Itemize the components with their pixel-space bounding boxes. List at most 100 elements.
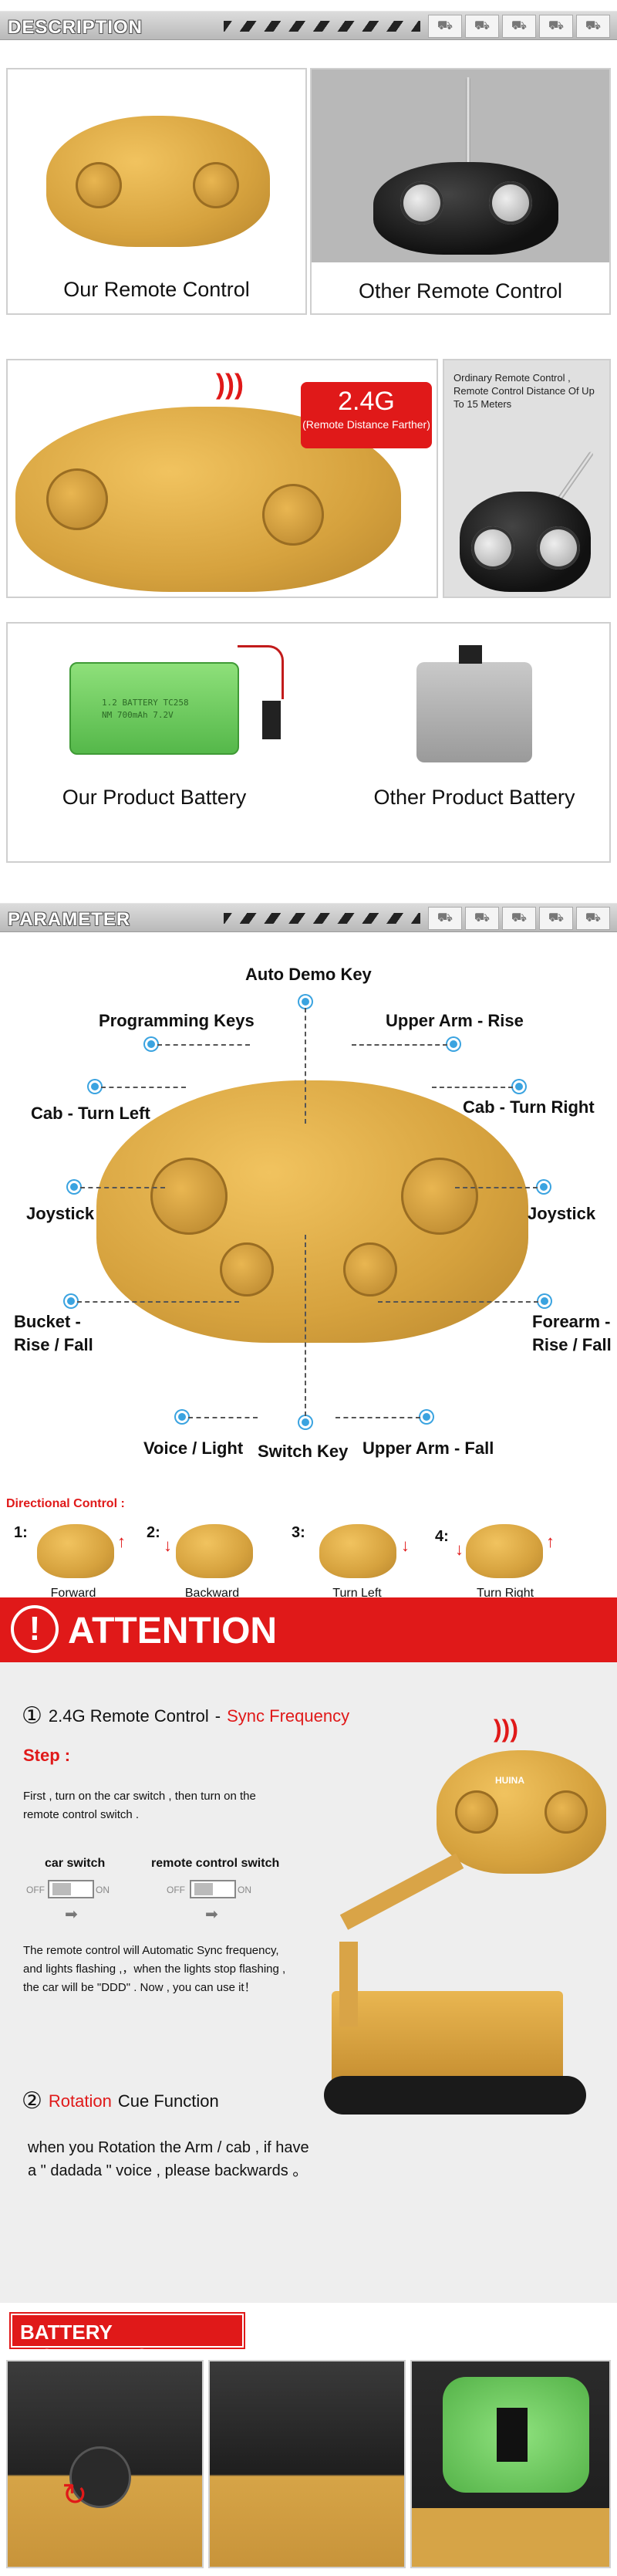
badge-2-4g: 2.4G (Remote Distance Farther): [301, 382, 432, 448]
signal-panel: ))) 2.4G (Remote Distance Farther): [6, 359, 438, 598]
dir-label-3: Turn Left: [332, 1587, 382, 1600]
attention-banner: ! ATTENTION: [0, 1597, 617, 1662]
excavator-body-image: [332, 1991, 563, 2091]
item2-title: Cue Function: [117, 2091, 219, 2111]
item2-num: ②: [22, 2088, 42, 2114]
badge-subtitle: (Remote Distance Farther): [302, 418, 430, 431]
parameter-title: PARAMETER: [8, 909, 131, 930]
label-voice-light: Voice / Light: [143, 1438, 244, 1458]
bulldozer-icon: ⛟: [539, 907, 573, 930]
step-label: Step :: [23, 1746, 71, 1765]
dot-joystick-right: [538, 1181, 550, 1193]
ordinary-remote-panel: Ordinary Remote Control , Remote Control…: [443, 359, 611, 598]
item1-title: 2.4G Remote Control: [48, 1706, 209, 1726]
header-stripes: [224, 21, 420, 32]
arrow-right-icon: ➡: [65, 1906, 78, 1923]
other-left-stick: [400, 181, 443, 225]
label-upper-arm-rise: Upper Arm - Rise: [386, 1011, 524, 1030]
arrow-down-icon: ↓: [455, 1540, 464, 1559]
car-switch-off: OFF: [26, 1885, 45, 1895]
car-switch-label: car switch: [45, 1857, 106, 1870]
excavator-icon: ⛟: [576, 15, 610, 38]
large-left-stick: [46, 468, 108, 530]
arrow-down-icon: ↓: [164, 1536, 172, 1555]
label-bucket-2: Rise / Fall: [14, 1335, 93, 1354]
sync-text: The remote control will Automatic Sync f…: [23, 1944, 286, 1994]
battery-plug: [262, 701, 281, 739]
wifi-signal-icon: ))): [494, 1715, 518, 1743]
dot-auto-demo: [299, 996, 312, 1008]
truck-icon: ⛟: [428, 15, 462, 38]
description-header: DESCRIPTION ⛟ ⛟ ⛟ ⛟ ⛟: [0, 11, 617, 40]
dir-label-1: Forward: [50, 1587, 96, 1600]
dot-forearm: [538, 1295, 551, 1307]
dump-truck-icon: ⛟: [465, 15, 499, 38]
dir-remote-2: [176, 1524, 253, 1578]
brand-label: HUINA: [495, 1775, 524, 1786]
install-photo-1: ↻: [6, 2360, 204, 2568]
arrow-up-icon: ↑: [117, 1532, 126, 1551]
item1-dash: -: [214, 1706, 221, 1726]
dir-num-3: 3:: [292, 1524, 305, 1541]
vehicle-icons: ⛟ ⛟ ⛟ ⛟ ⛟: [428, 907, 610, 930]
parameter-header: PARAMETER ⛟ ⛟ ⛟ ⛟ ⛟: [0, 903, 617, 932]
right-stick: [193, 162, 239, 208]
dot-programming: [145, 1038, 157, 1050]
dot-cab-left: [89, 1080, 101, 1093]
dot-upper-arm-fall: [420, 1411, 433, 1423]
label-auto-demo: Auto Demo Key: [245, 965, 372, 984]
remote-switch: [190, 1880, 236, 1898]
diagram-right-dial: [343, 1242, 397, 1296]
label-switch-key: Switch Key: [258, 1442, 349, 1461]
label-joystick-left: Joystick: [26, 1204, 95, 1223]
our-battery-image: 1.2 BATTERY TC258 NM 700mAh 7.2V: [69, 662, 239, 755]
diagram-left-stick: [150, 1158, 228, 1235]
arrow-up-icon: ↑: [546, 1532, 555, 1551]
dir-label-2: Backward: [184, 1587, 240, 1600]
battery-wire: [238, 645, 284, 699]
loader-icon: ⛟: [502, 15, 536, 38]
label-forearm-1: Forearm -: [532, 1312, 611, 1331]
item2-highlight: Rotation: [48, 2091, 112, 2111]
excavator-forearm: [339, 1942, 358, 2027]
dot-switch-key: [299, 1416, 312, 1428]
other-right-stick: [489, 181, 532, 225]
attention-title: ATTENTION: [68, 1611, 278, 1651]
our-remote-caption: Our Remote Control: [63, 278, 250, 301]
dot-voice-light: [176, 1411, 188, 1423]
warning-icon: !: [11, 1605, 59, 1653]
label-forearm-2: Rise / Fall: [532, 1335, 612, 1354]
battery-cover-screw: [69, 2446, 131, 2508]
battery-compare-panel: 1.2 BATTERY TC258 NM 700mAh 7.2V Our Pro…: [6, 622, 611, 863]
other-battery-image: [416, 662, 532, 762]
excavator-icon: ⛟: [576, 907, 610, 930]
antenna: [466, 77, 470, 170]
loader-icon: ⛟: [502, 907, 536, 930]
remote-switch-off: OFF: [167, 1885, 185, 1895]
dir-remote-1: [37, 1524, 114, 1578]
wifi-signal-icon: ))): [216, 368, 244, 400]
arrow-right-icon: ➡: [205, 1906, 218, 1923]
install-photo-3: [410, 2360, 611, 2568]
install-photo-2: [208, 2360, 406, 2568]
diagram-left-dial: [220, 1242, 274, 1296]
dot-joystick-left: [68, 1181, 80, 1193]
excavator-tracks: [324, 2076, 586, 2115]
vehicle-icons: ⛟ ⛟ ⛟ ⛟ ⛟: [428, 15, 610, 38]
badge-title: 2.4G: [338, 387, 395, 416]
truck-icon: ⛟: [428, 907, 462, 930]
dir-num-1: 1:: [14, 1524, 28, 1541]
dot-bucket: [65, 1295, 77, 1307]
car-switch: [48, 1880, 94, 1898]
other-remote-panel: Other Remote Control: [310, 68, 611, 315]
dump-truck-icon: ⛟: [465, 907, 499, 930]
our-battery-caption: Our Product Battery: [62, 786, 247, 809]
item1-num: ①: [22, 1703, 42, 1729]
remote-switch-on: ON: [238, 1885, 251, 1895]
item2-heading: ② Rotation Cue Function: [22, 2088, 219, 2115]
directional-title: Directional Control :: [6, 1497, 125, 1510]
step-text: First , turn on the car switch , then tu…: [23, 1790, 256, 1821]
label-upper-arm-fall: Upper Arm - Fall: [362, 1438, 494, 1458]
other-remote-caption: Other Remote Control: [358, 279, 563, 303]
dir-label-4: Turn Right: [476, 1587, 534, 1600]
